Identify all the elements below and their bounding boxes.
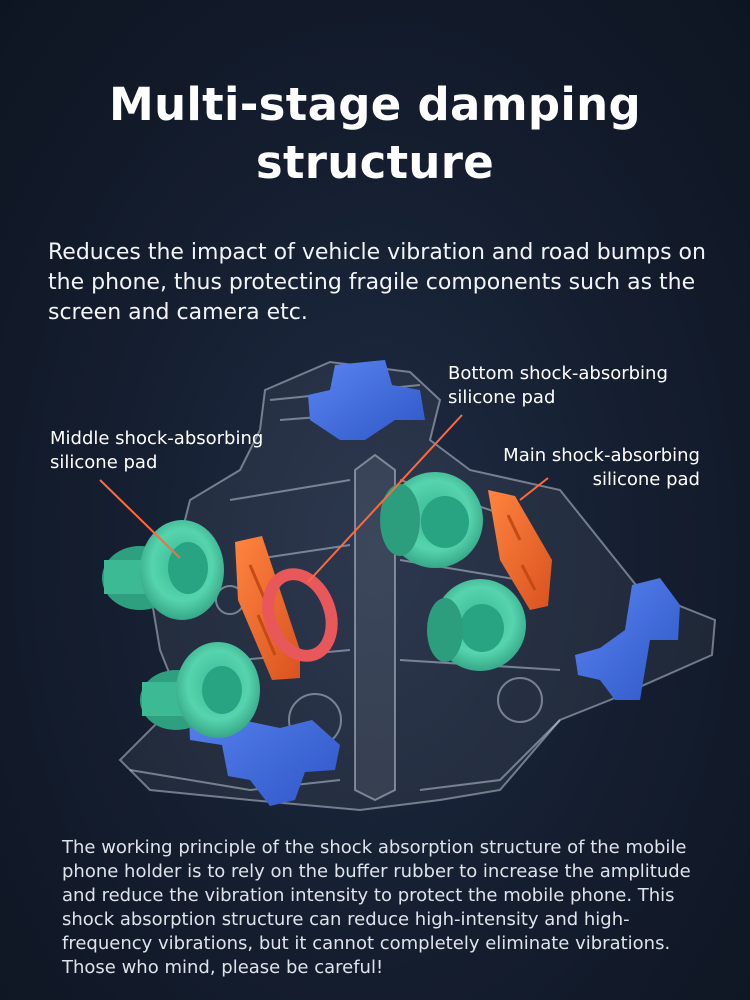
label-bottom-pad: Bottom shock-absorbing silicone pad	[448, 362, 668, 410]
label-main-line-2: silicone pad	[592, 469, 700, 490]
leader-lines	[99, 414, 549, 583]
label-bottom-line-2: silicone pad	[448, 387, 556, 408]
label-main-pad: Main shock-absorbing silicone pad	[503, 444, 700, 492]
blue-clip-right	[575, 578, 680, 700]
footer-paragraph: The working principle of the shock absor…	[62, 837, 691, 978]
green-pad-upper-left	[102, 520, 224, 620]
green-pad-lower-right	[427, 579, 526, 671]
damping-structure-diagram	[99, 360, 717, 812]
label-middle-line-1: Middle shock-absorbing	[50, 428, 264, 449]
page-title-line-1: Multi-stage damping	[109, 78, 641, 131]
intro-paragraph: Reduces the impact of vehicle vibration …	[48, 240, 706, 325]
label-middle-line-2: silicone pad	[50, 452, 158, 473]
green-pad-upper-right	[380, 472, 483, 568]
label-bottom-line-1: Bottom shock-absorbing	[448, 363, 668, 384]
label-middle-pad: Middle shock-absorbing silicone pad	[50, 427, 263, 475]
orange-pad-right	[488, 490, 552, 610]
blue-clip-top	[308, 360, 425, 440]
green-pad-lower-left	[140, 642, 260, 738]
label-main-line-1: Main shock-absorbing	[503, 445, 700, 466]
page-title-line-2: structure	[255, 136, 495, 189]
page-title: Multi-stage damping structure	[0, 76, 750, 192]
red-ring-pad	[262, 568, 338, 662]
